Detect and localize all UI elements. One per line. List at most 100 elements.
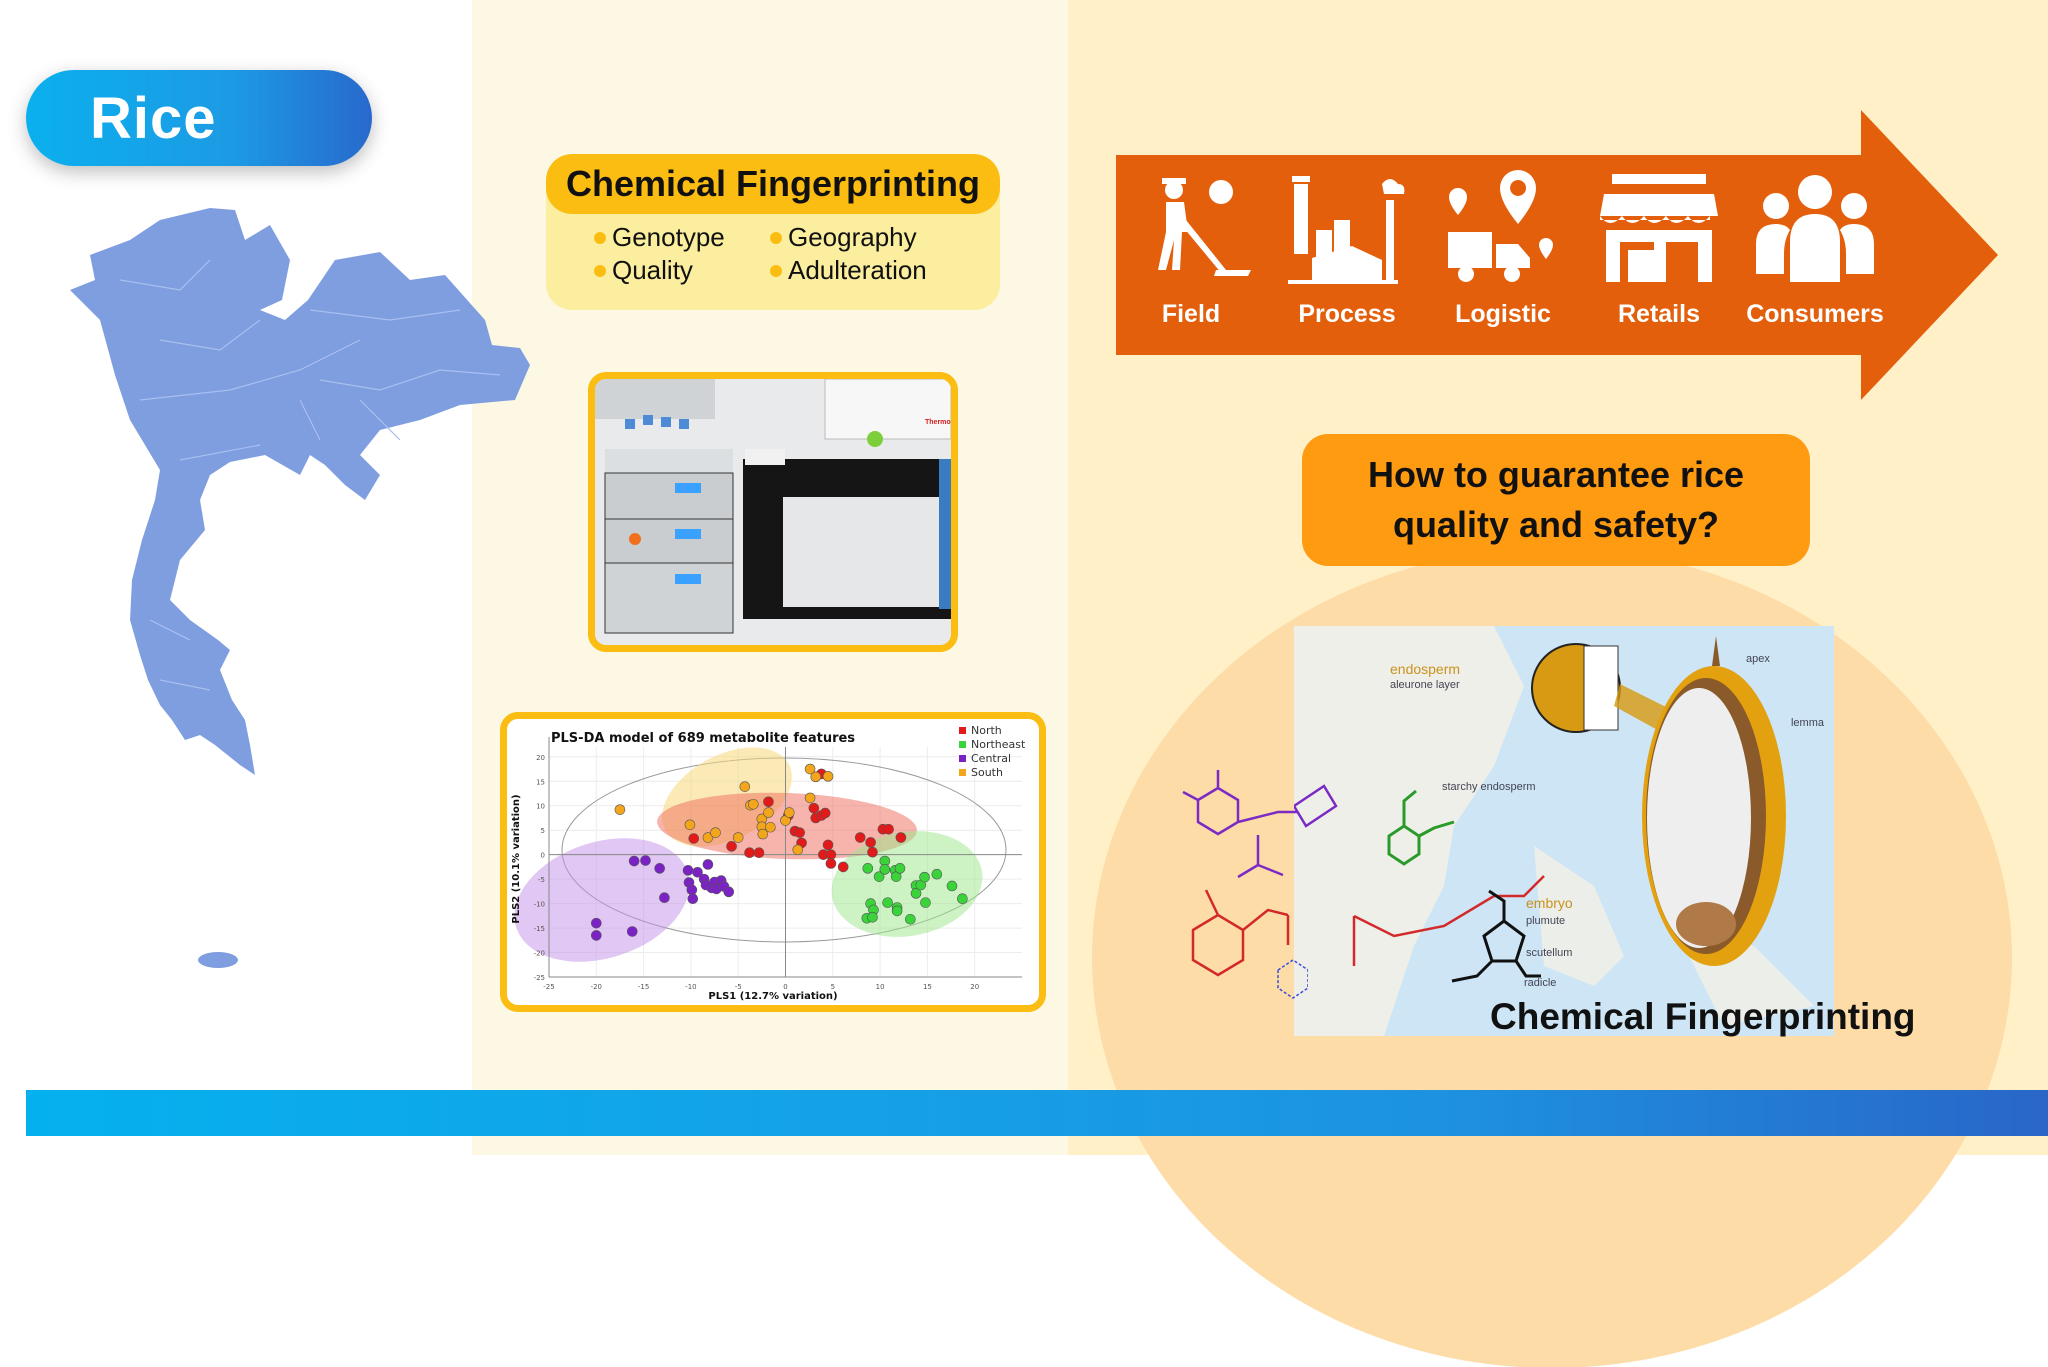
grain-anatomy-illustration: apex lemma aleurone layer starchy endosp… [1294, 626, 1834, 1036]
data-point [854, 832, 866, 843]
data-point [920, 897, 931, 908]
data-point [723, 886, 735, 898]
data-point [946, 880, 958, 892]
data-point [726, 841, 737, 852]
data-point [862, 863, 874, 874]
data-point [819, 807, 831, 819]
data-point [867, 911, 878, 923]
svg-text:5: 5 [831, 983, 835, 991]
step-label: Retails [1618, 300, 1700, 328]
label-starchy-endosperm: starchy endosperm [1442, 781, 1536, 793]
svg-text:10: 10 [536, 803, 545, 811]
svg-text:-10: -10 [685, 983, 696, 991]
data-point [640, 855, 651, 866]
data-point [591, 917, 602, 929]
data-point [822, 771, 834, 782]
chemical-fingerprinting-header: Chemical Fingerprinting [546, 154, 1000, 214]
data-point [891, 905, 903, 917]
chemical-fingerprinting-box: Chemical Fingerprinting Genotype Geograp… [546, 154, 1000, 310]
data-point [822, 839, 834, 851]
supply-chain-arrow [1116, 110, 1998, 400]
bullet-icon [594, 231, 606, 244]
svg-text:10: 10 [876, 983, 885, 991]
svg-text:15: 15 [536, 778, 545, 786]
chain-step-retails: Retails [1584, 170, 1734, 329]
data-point [748, 798, 759, 810]
data-point [883, 823, 894, 835]
chain-step-logistic: Logistic [1428, 170, 1578, 329]
label-lemma: lemma [1791, 717, 1825, 729]
data-point [792, 844, 804, 856]
svg-text:5: 5 [541, 827, 545, 835]
label-scutellum: scutellum [1526, 947, 1572, 959]
svg-text:-25: -25 [543, 983, 554, 991]
chain-step-field: Field [1116, 170, 1266, 329]
delivery-truck-icon [1448, 170, 1553, 282]
legend-item: Central [971, 752, 1011, 765]
label-aleurone: aleurone layer [1390, 679, 1460, 691]
svg-text:0: 0 [783, 983, 787, 991]
question-box: How to guarantee rice quality and safety… [1302, 434, 1810, 566]
data-point [804, 792, 816, 804]
list-item: Geography [770, 222, 970, 253]
grain-diagram-caption: Chemical Fingerprinting [1490, 996, 1916, 1037]
bullet-icon [770, 231, 782, 244]
svg-text:20: 20 [536, 754, 545, 762]
chart-title: PLS-DA model of 689 metabolite features [551, 731, 855, 746]
chain-step-process: Process [1272, 170, 1422, 329]
data-point [687, 893, 699, 905]
data-point [626, 926, 638, 937]
step-label: Process [1298, 300, 1396, 328]
data-point [763, 796, 774, 808]
list-item: Genotype [594, 222, 770, 253]
data-point [794, 827, 805, 838]
label-endosperm: endosperm [1390, 661, 1460, 677]
rice-badge: Rice [26, 70, 372, 166]
fingerprinting-list: Genotype Geography Quality Adulteration [546, 214, 1000, 286]
x-axis-label: PLS1 (12.7% variation) [708, 991, 837, 1002]
svg-text:0: 0 [541, 852, 545, 860]
store-icon [1600, 174, 1718, 282]
data-point [783, 807, 795, 818]
data-point [910, 888, 922, 899]
data-point [744, 847, 755, 859]
step-label: Consumers [1746, 300, 1884, 328]
lcms-instrument-photo: ThermoFisher [588, 372, 958, 652]
data-point [682, 865, 694, 876]
data-point [957, 893, 968, 905]
bullet-icon [770, 264, 782, 277]
question-text: How to guarantee rice quality and safety… [1367, 454, 1745, 545]
data-point [654, 863, 665, 874]
data-point [753, 847, 765, 859]
data-point [810, 771, 822, 783]
supply-chain-steps: Field Process Logistic Retails [1116, 170, 1896, 350]
brand-text: ThermoFisher [925, 419, 951, 426]
data-point [879, 864, 891, 875]
data-point [894, 863, 906, 874]
svg-text:-5: -5 [735, 983, 742, 991]
svg-text:-15: -15 [638, 983, 649, 991]
label-embryo: embryo [1526, 895, 1573, 911]
label-apex: apex [1746, 653, 1770, 665]
bottom-gradient-bar [26, 1090, 2048, 1136]
data-point [659, 892, 670, 904]
data-point [686, 884, 698, 896]
chemical-fingerprinting-title: Chemical Fingerprinting [565, 163, 981, 204]
data-point [763, 807, 774, 818]
data-point [591, 930, 602, 941]
legend-item: Northeast [971, 738, 1026, 751]
data-point [702, 832, 714, 843]
label-radicle: radicle [1524, 977, 1556, 989]
svg-text:-20: -20 [534, 950, 545, 958]
data-point [919, 871, 930, 883]
farmer-icon [1158, 178, 1251, 276]
step-label: Logistic [1455, 300, 1551, 328]
data-point [688, 833, 700, 844]
data-point [628, 855, 640, 867]
data-point [804, 763, 816, 775]
data-point [765, 821, 776, 833]
